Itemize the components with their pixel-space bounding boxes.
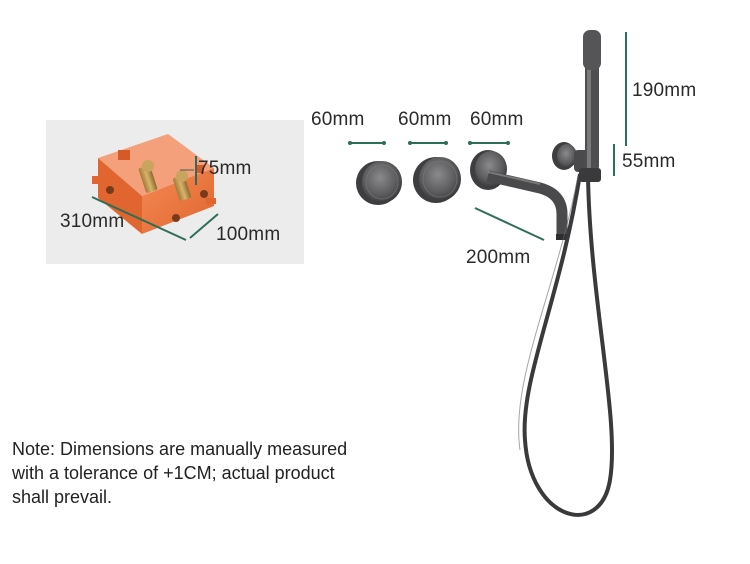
- note-line: shall prevail.: [12, 487, 113, 507]
- spout-icon: [470, 150, 568, 240]
- box-length-label: 310mm: [60, 211, 125, 232]
- tolerance-note: Note: Dimensions are manually measured w…: [12, 437, 412, 509]
- note-line: Note: Dimensions are manually measured: [12, 439, 348, 459]
- knob-icon: [356, 161, 402, 205]
- knob-2-width-label: 60mm: [398, 109, 452, 130]
- knob-1-width-label: 60mm: [311, 109, 365, 130]
- handshower-icon: [518, 30, 614, 517]
- spout-plate-width-label: 60mm: [470, 109, 524, 130]
- box-height-label: 75mm: [198, 158, 252, 179]
- handshower-length-label: 190mm: [632, 80, 697, 101]
- note-line: with a tolerance of +1CM; actual product: [12, 463, 335, 483]
- spout-length-line: [474, 207, 545, 241]
- box-length-line: [91, 196, 187, 241]
- box-depth-line: [189, 213, 219, 239]
- spout-length-label: 200mm: [466, 247, 531, 268]
- box-depth-label: 100mm: [216, 224, 281, 245]
- holder-height-label: 55mm: [622, 151, 676, 172]
- knob-icon: [413, 157, 461, 203]
